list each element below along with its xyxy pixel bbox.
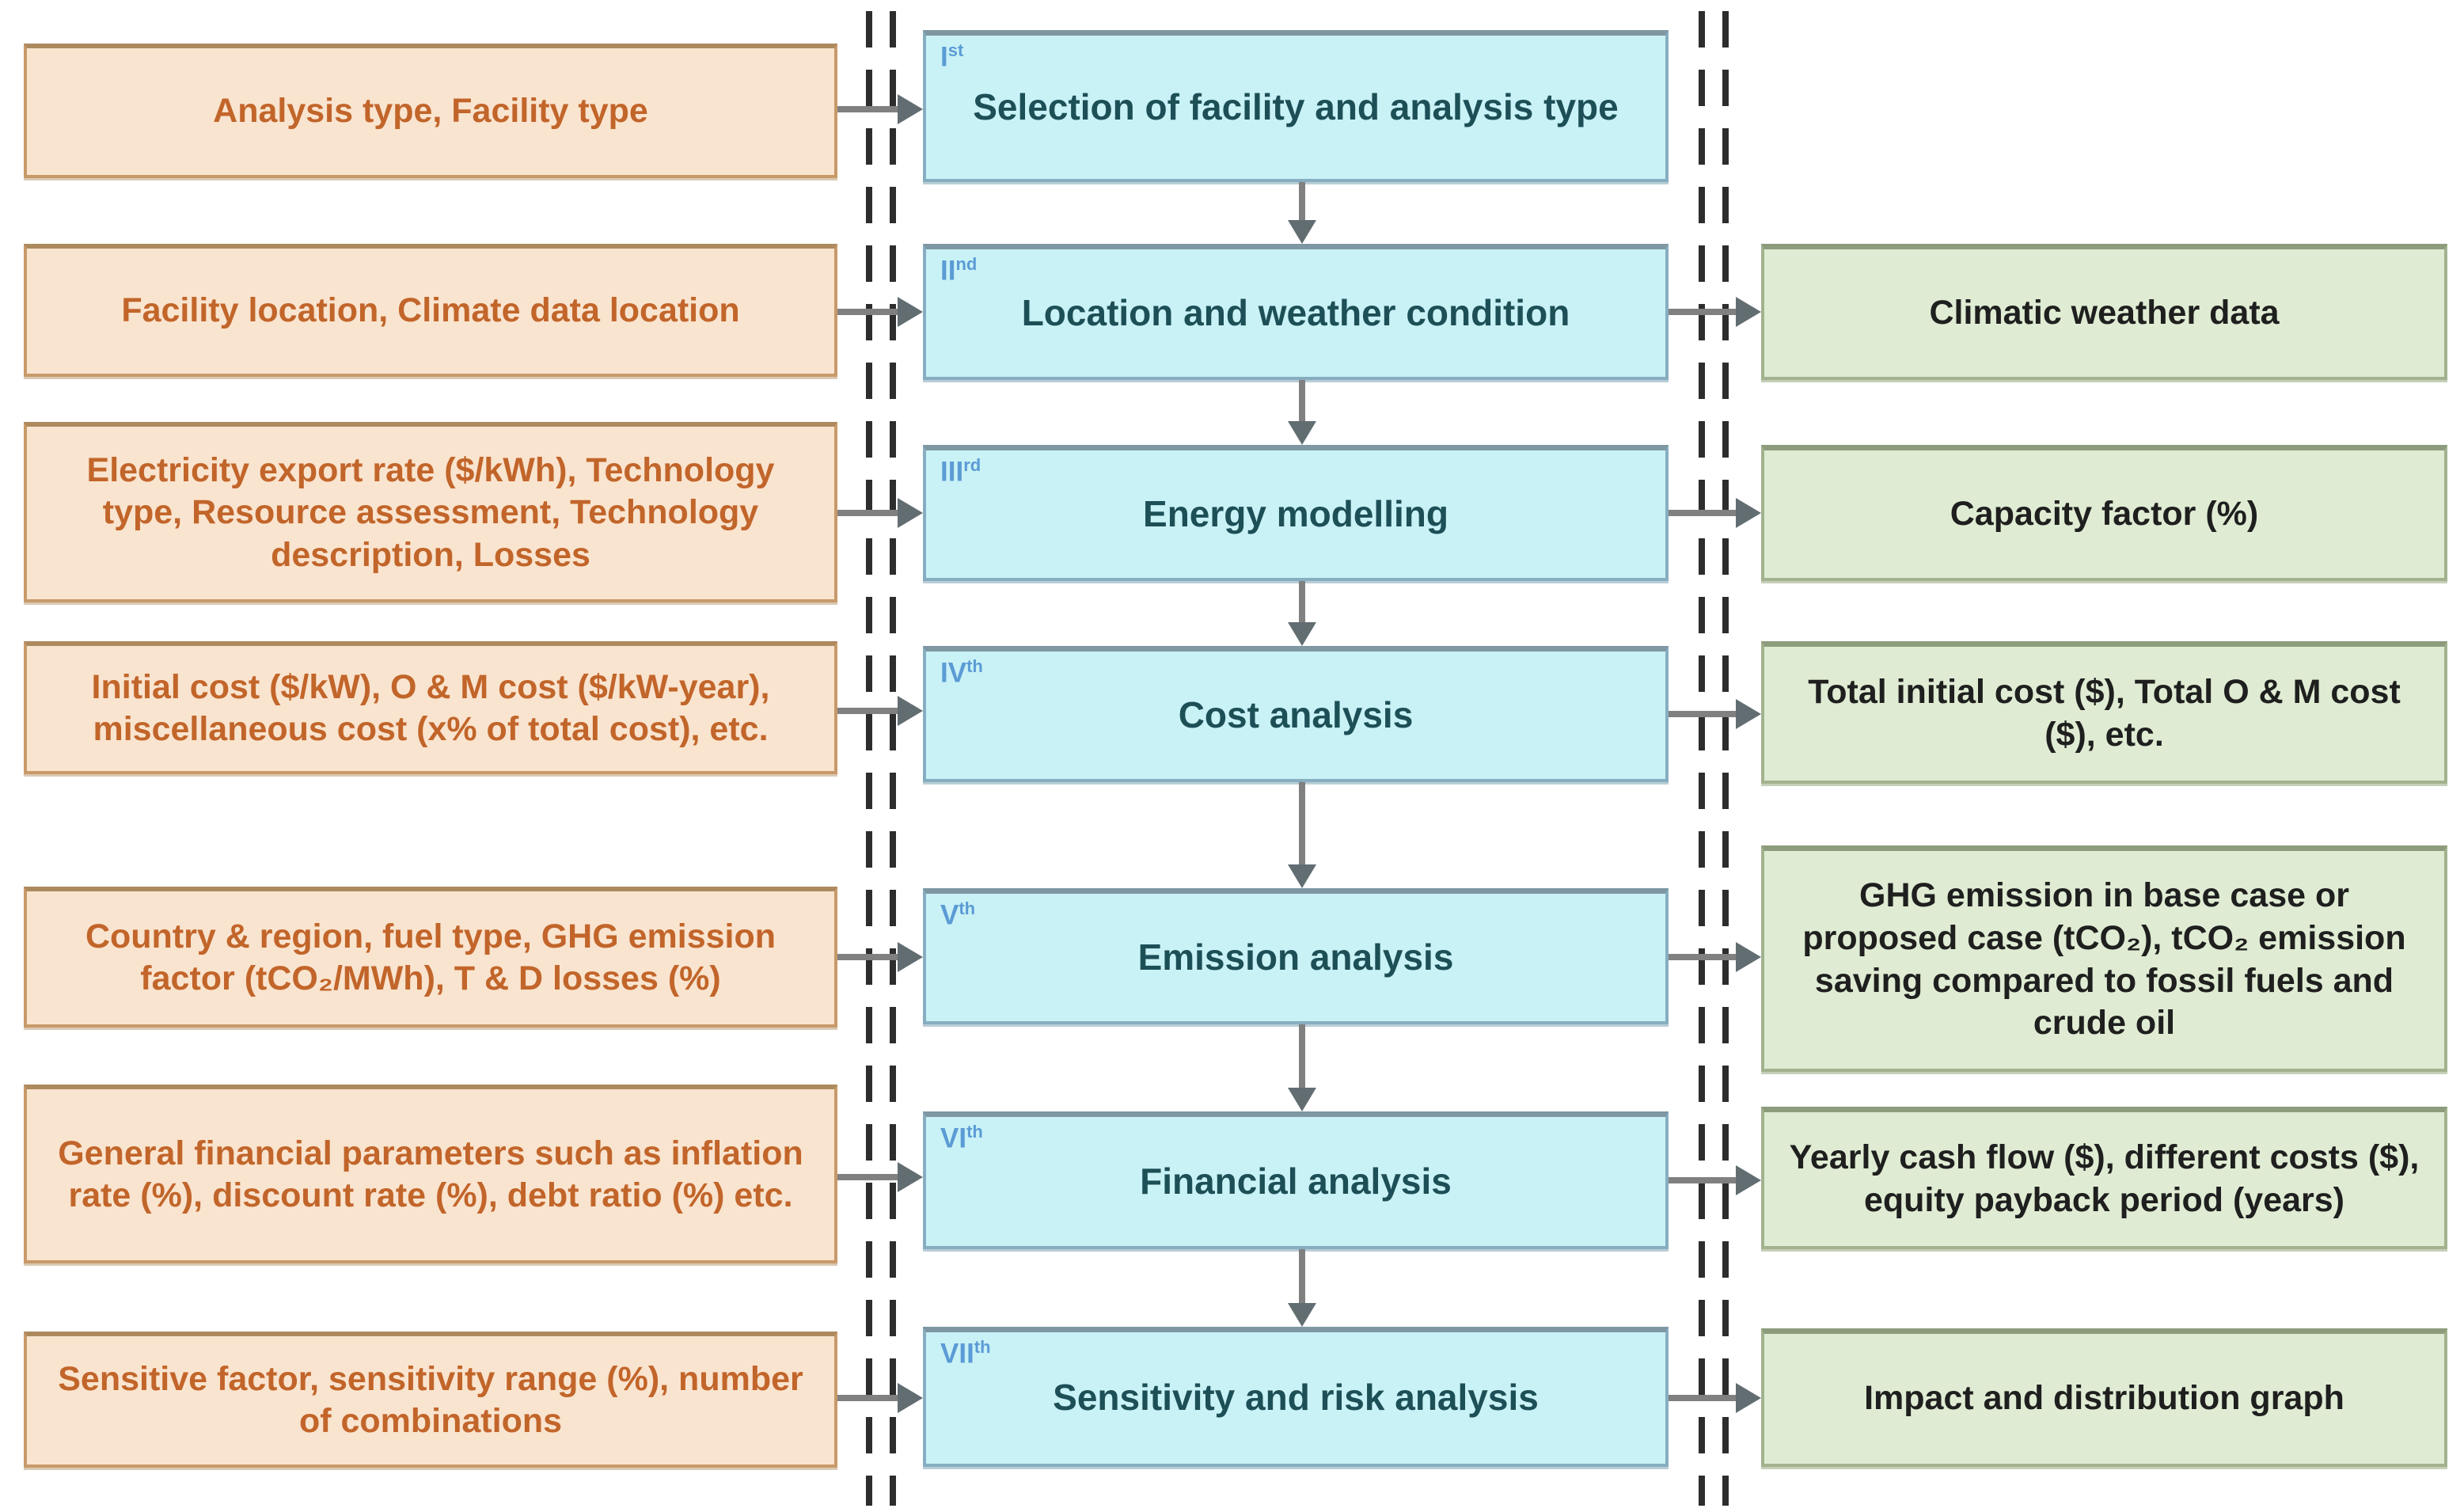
flow-arrow-step2-to-step3: [1299, 380, 1305, 421]
input-text: Country & region, fuel type, GHG emissio…: [85, 917, 776, 997]
right-divider-dashed-line-2: [1722, 11, 1729, 1506]
process-box-row3: IIIrd Energy modelling: [923, 445, 1669, 581]
flow-arrow-output-row6: [1669, 1177, 1736, 1183]
flow-arrow-input-row5: [837, 954, 898, 960]
output-text: Yearly cash flow ($), different costs ($…: [1789, 1138, 2420, 1219]
output-box-row2: Climatic weather data: [1761, 244, 2447, 380]
process-text: Emission analysis: [1137, 936, 1454, 978]
step-numeral: IIIrd: [940, 455, 981, 488]
step-numeral: Vth: [940, 898, 976, 931]
input-text: Sensitive factor, sensitivity range (%),…: [58, 1359, 803, 1440]
process-box-row4: IVth Cost analysis: [923, 646, 1669, 782]
step-numeral: VIIth: [940, 1337, 991, 1370]
flow-arrow-step6-to-step7: [1299, 1249, 1305, 1303]
input-text: Facility location, Climate data location: [121, 291, 740, 330]
process-text: Location and weather condition: [1021, 291, 1570, 333]
flow-arrow-output-row3: [1669, 510, 1736, 516]
flow-arrow-input-row4: [837, 708, 898, 714]
process-box-row2: IInd Location and weather condition: [923, 244, 1669, 380]
step-numeral: Ist: [940, 40, 964, 73]
input-box-row3: Electricity export rate ($/kWh), Technol…: [24, 422, 837, 602]
process-box-row7: VIIth Sensitivity and risk analysis: [923, 1327, 1669, 1467]
flow-arrow-input-row7: [837, 1395, 898, 1401]
step-numeral: VIth: [940, 1122, 983, 1154]
flow-arrow-step3-to-step4: [1299, 581, 1305, 622]
right-divider-dashed-line-1: [1699, 11, 1705, 1506]
input-box-row2: Facility location, Climate data location: [24, 244, 837, 377]
input-box-row7: Sensitive factor, sensitivity range (%),…: [24, 1332, 837, 1468]
flow-arrow-input-row2: [837, 309, 898, 315]
output-text: Impact and distribution graph: [1864, 1379, 2344, 1418]
process-box-row6: VIth Financial analysis: [923, 1111, 1669, 1249]
output-box-row7: Impact and distribution graph: [1761, 1328, 2447, 1467]
flow-arrow-output-row4: [1669, 711, 1736, 717]
flow-arrow-input-row6: [837, 1174, 898, 1180]
step-numeral: IVth: [940, 656, 983, 689]
input-box-row4: Initial cost ($/kW), O & M cost ($/kW-ye…: [24, 641, 837, 774]
process-box-row5: Vth Emission analysis: [923, 888, 1669, 1024]
flow-arrow-output-row2: [1669, 309, 1736, 315]
step-numeral: IInd: [940, 254, 978, 287]
process-text: Financial analysis: [1140, 1160, 1452, 1202]
left-divider-dashed-line-2: [890, 11, 896, 1506]
input-text: Electricity export rate ($/kWh), Technol…: [86, 451, 775, 574]
output-box-row5: GHG emission in base case or proposed ca…: [1761, 845, 2447, 1072]
output-box-row3: Capacity factor (%): [1761, 445, 2447, 581]
output-box-row4: Total initial cost ($), Total O & M cost…: [1761, 641, 2447, 784]
input-box-row6: General financial parameters such as inf…: [24, 1085, 837, 1263]
output-box-row6: Yearly cash flow ($), different costs ($…: [1761, 1107, 2447, 1249]
process-text: Energy modelling: [1143, 492, 1448, 534]
flow-arrow-input-row3: [837, 510, 898, 516]
flow-arrow-input-row1: [837, 106, 898, 112]
output-text: Climatic weather data: [1929, 293, 2280, 332]
flow-arrow-step1-to-step2: [1299, 182, 1305, 220]
flow-arrow-step5-to-step6: [1299, 1024, 1305, 1088]
process-text: Sensitivity and risk analysis: [1053, 1377, 1539, 1419]
input-text: General financial parameters such as inf…: [58, 1134, 803, 1214]
output-text: GHG emission in base case or proposed ca…: [1802, 876, 2406, 1043]
input-box-row1: Analysis type, Facility type: [24, 44, 837, 178]
process-text: Selection of facility and analysis type: [973, 85, 1619, 127]
input-box-row5: Country & region, fuel type, GHG emissio…: [24, 887, 837, 1028]
input-text: Analysis type, Facility type: [213, 92, 648, 131]
process-box-row1: Ist Selection of facility and analysis t…: [923, 30, 1669, 182]
left-divider-dashed-line-1: [866, 11, 872, 1506]
output-text: Total initial cost ($), Total O & M cost…: [1808, 672, 2401, 754]
output-text: Capacity factor (%): [1950, 494, 2259, 533]
input-text: Initial cost ($/kW), O & M cost ($/kW-ye…: [91, 667, 770, 748]
flow-arrow-step4-to-step5: [1299, 782, 1305, 864]
flow-arrow-output-row7: [1669, 1395, 1736, 1401]
process-text: Cost analysis: [1178, 693, 1414, 735]
flow-arrow-output-row5: [1669, 954, 1736, 960]
